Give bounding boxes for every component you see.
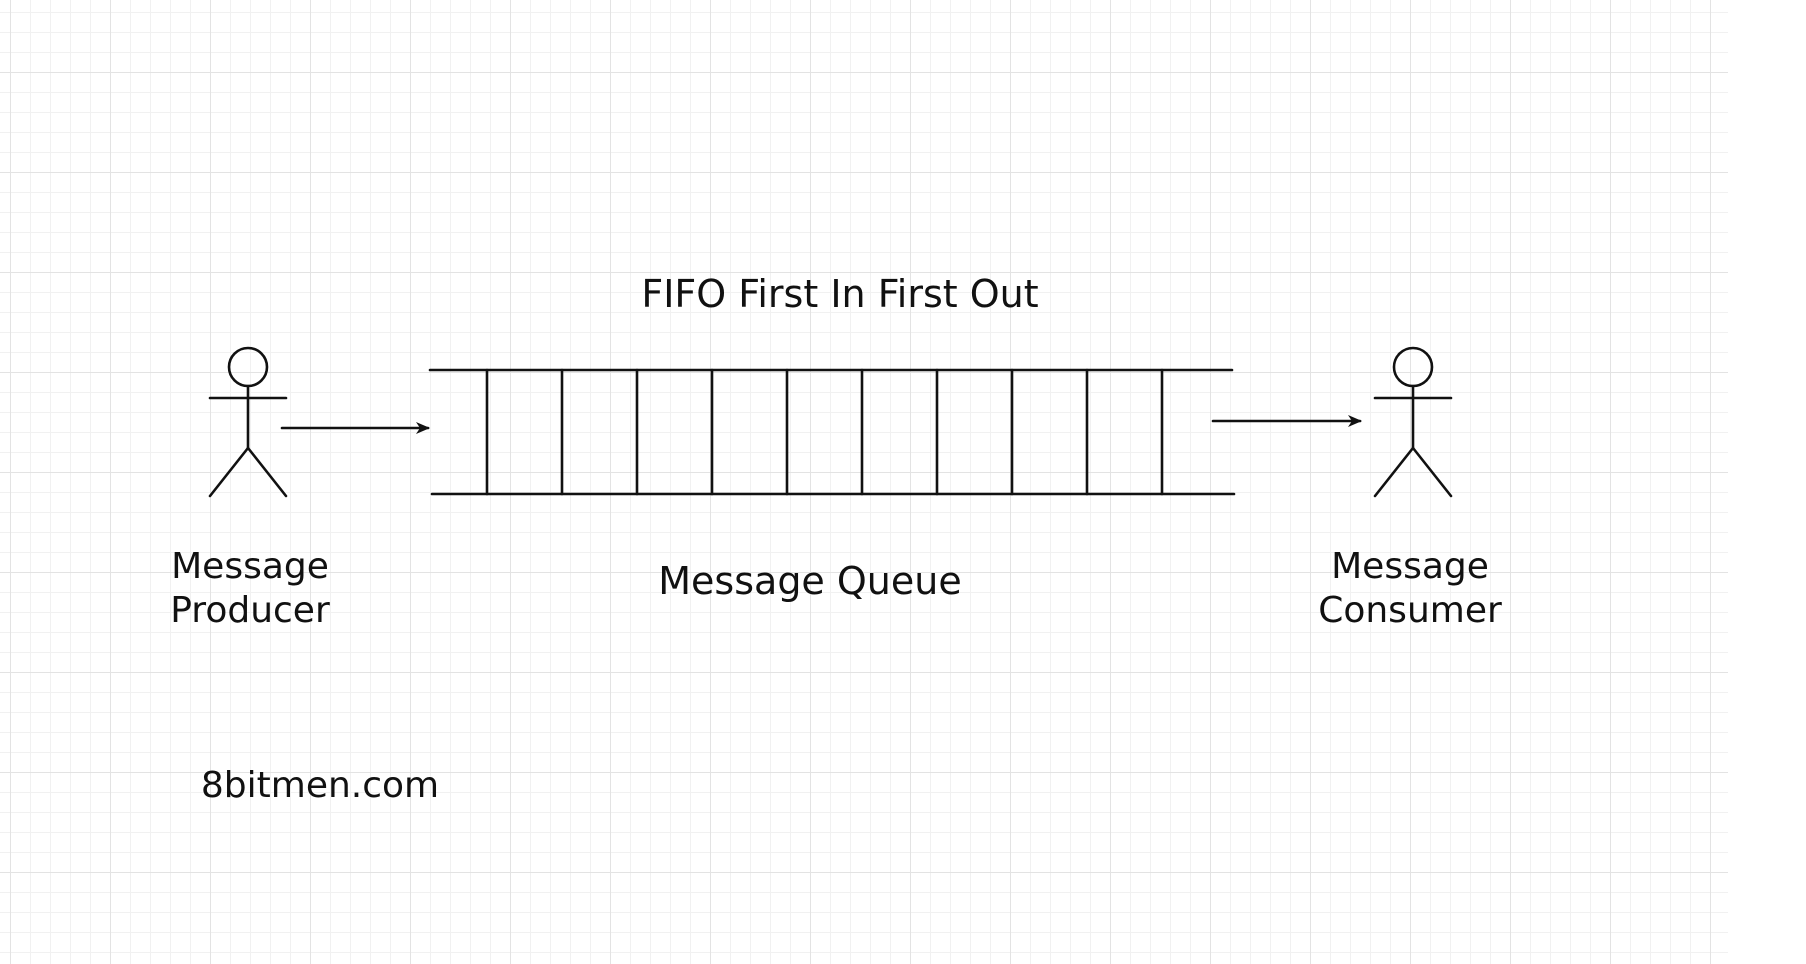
consumer-actor-icon (1373, 346, 1453, 498)
producer-label-line1: Message (171, 546, 329, 587)
diagram-title: FIFO First In First Out (641, 272, 1039, 316)
queue-label: Message Queue (658, 559, 962, 603)
producer-label-line2: Producer (170, 590, 330, 631)
consumer-label-line1: Message (1331, 546, 1489, 587)
watermark-text: 8bitmen.com (200, 765, 440, 806)
producer-label: Message Producer (130, 545, 370, 633)
queue-slots (485, 368, 1164, 496)
consumer-label: Message Consumer (1290, 545, 1530, 633)
consumer-label-line2: Consumer (1318, 590, 1502, 631)
producer-actor-icon (208, 346, 288, 498)
